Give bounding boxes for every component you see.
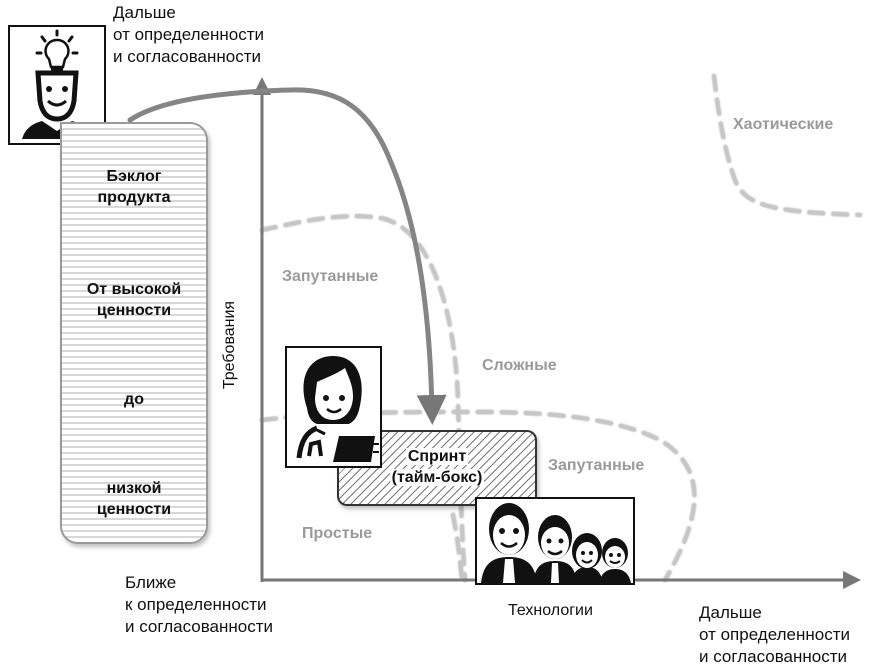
backlog-high-value: От высокой ценности: [62, 279, 206, 321]
zone-label-chaotic: Хаотические: [733, 116, 834, 133]
label-line: и согласованности: [699, 647, 848, 666]
woman-with-tablet-icon: [296, 356, 379, 462]
label-line: к определенности: [125, 595, 267, 614]
sprint-label-line: Спринт: [405, 448, 469, 465]
label-line: Дальше: [113, 3, 176, 22]
flow-arrow: [127, 87, 447, 425]
top-axis-label: Дальше от определенности и согласованнос…: [113, 2, 264, 68]
label-line: и согласованности: [125, 617, 274, 636]
product-backlog: [60, 122, 208, 544]
backlog-title-line: Бэклог: [106, 168, 162, 185]
backlog-text-line: ценности: [96, 501, 172, 518]
label-line: Дальше: [699, 603, 762, 622]
backlog-to: до: [124, 391, 144, 408]
scrum-master-picture: [285, 346, 382, 468]
backlog-text-line: От высокой: [86, 281, 182, 298]
zone-label-complicated-top: Запутанные: [282, 268, 379, 285]
team-of-people-icon: [481, 503, 631, 583]
backlog-title: Бэклог продукта: [62, 166, 206, 208]
simple-boundary: [450, 512, 465, 583]
label-line: от определенности: [113, 25, 264, 44]
backlog-title-line: продукта: [97, 189, 171, 206]
bottom-right-axis-label: Дальше от определенности и согласованнос…: [699, 602, 850, 668]
y-axis-label: Требования: [221, 300, 238, 390]
backlog-text-line: ценности: [96, 302, 172, 319]
complicated-boundary: [259, 213, 468, 583]
label-line: и согласованности: [113, 47, 262, 66]
backlog-text-line: низкой: [106, 480, 162, 497]
team-picture: [475, 497, 635, 585]
sprint-label: Спринт (тайм-бокс): [337, 446, 537, 488]
bottom-left-axis-label: Ближе к определенности и согласованности: [125, 572, 273, 638]
zone-label-simple: Простые: [302, 525, 373, 542]
chaotic-boundary: [711, 73, 863, 218]
x-axis-label: Технологии: [508, 602, 593, 619]
label-line: Ближе: [125, 573, 177, 592]
backlog-low-value: низкой ценности: [62, 478, 206, 520]
sprint-label-line: (тайм-бокс): [389, 469, 485, 486]
label-line: от определенности: [699, 625, 850, 644]
zone-label-complex: Сложные: [482, 357, 557, 374]
zone-label-complicated-right: Запутанные: [548, 457, 645, 474]
